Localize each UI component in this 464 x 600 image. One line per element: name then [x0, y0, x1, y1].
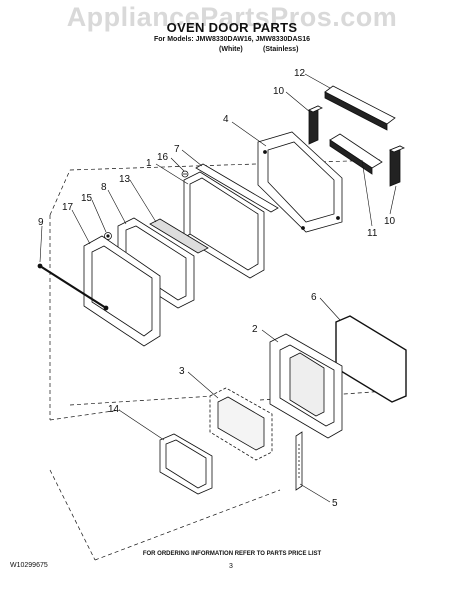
part-2-door-liner	[269, 333, 343, 439]
part-9-handle	[37, 263, 109, 311]
part-3-window	[209, 387, 273, 461]
callout-11: 11	[367, 228, 378, 239]
part-10-end-cap-lower	[389, 145, 405, 187]
part-10-end-cap-upper	[308, 105, 323, 145]
callout-2: 2	[252, 324, 258, 335]
part-4-inner-frame	[257, 131, 343, 233]
callout-3: 3	[179, 366, 185, 377]
variant-stainless: (Stainless)	[263, 46, 299, 53]
part-11-lower-trim	[329, 133, 383, 175]
part-15-washer	[104, 232, 112, 240]
part-16-screw	[181, 170, 189, 178]
callout-1: 1	[146, 158, 152, 169]
callout-6: 6	[311, 292, 317, 303]
callout-16: 16	[157, 152, 169, 163]
part-5-hinge-bracket	[295, 431, 303, 491]
part-12-top-trim	[324, 85, 396, 131]
leader-lines	[39, 73, 397, 503]
document-id: W10299675	[10, 562, 48, 569]
part-17-outer-door	[83, 235, 161, 347]
page-title: OVEN DOOR PARTS	[166, 20, 298, 35]
callout-17: 17	[62, 202, 74, 213]
part-6-gasket	[335, 315, 407, 403]
ordering-note: FOR ORDERING INFORMATION REFER TO PARTS …	[142, 551, 322, 557]
callout-15: 15	[81, 193, 93, 204]
part-13-shield	[149, 218, 209, 254]
callout-13: 13	[119, 174, 131, 185]
callout-numbers: 12 10 4 7 16 1 8 13 15 17 9 11 10 6 2 3 …	[38, 68, 396, 509]
callout-10-lower: 10	[384, 216, 396, 227]
callout-7: 7	[174, 144, 180, 155]
variant-white: (White)	[219, 46, 243, 53]
models-line: For Models: JMW8330DAW16, JMW8330DAS16	[154, 36, 310, 43]
part-7-strip	[195, 163, 279, 213]
part-14-inner-window	[159, 433, 213, 495]
page-number: 3	[229, 563, 233, 570]
callout-14: 14	[108, 404, 120, 415]
callout-12: 12	[294, 68, 306, 79]
callout-8: 8	[101, 182, 107, 193]
part-1-glass-frame	[183, 171, 265, 279]
watermark: AppliancePartsPros.com	[66, 2, 398, 32]
callout-5: 5	[332, 498, 338, 509]
callout-10-upper: 10	[273, 86, 285, 97]
callout-9: 9	[38, 217, 44, 228]
callout-4: 4	[223, 114, 229, 125]
